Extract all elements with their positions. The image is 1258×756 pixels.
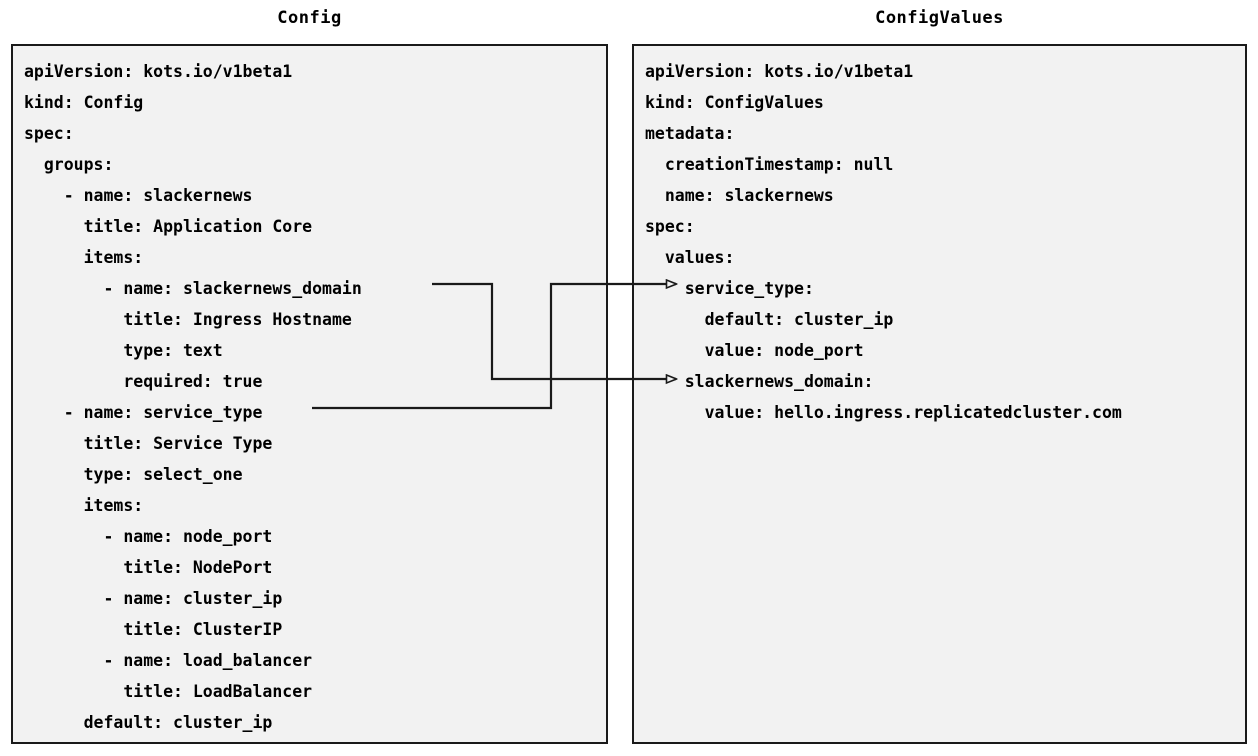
configvalues-yaml-line: slackernews_domain: [645,372,874,391]
config-yaml-line: type: text [24,341,223,360]
config-yaml-line: title: Ingress Hostname [24,310,352,329]
config-panel: apiVersion: kots.io/v1beta1 kind: Config s… [11,44,608,744]
config-yaml-line: default: cluster_ip [24,713,273,732]
configvalues-yaml-line: spec: [645,217,695,236]
configvalues-yaml-line: service_type: [645,279,814,298]
config-yaml-line: - name: cluster_ip [24,589,283,608]
config-yaml-line: groups: [24,155,114,174]
config-yaml-line: required: true [24,372,263,391]
configvalues-panel: apiVersion: kots.io/v1beta1 kind: ConfigV… [632,44,1247,744]
config-yaml-line: title: NodePort [24,558,273,577]
config-panel-title: Config [277,8,342,28]
config-yaml-line: title: Application Core [24,217,313,236]
configvalues-yaml-block: apiVersion: kots.io/v1beta1 kind: ConfigV… [634,46,1122,428]
config-yaml-line: - name: slackernews [24,186,253,205]
config-yaml-line: - name: node_port [24,527,273,546]
configvalues-yaml-line: apiVersion: kots.io/v1beta1 [645,62,914,81]
config-yaml-line: items: [24,248,144,267]
configvalues-yaml-line: values: [645,248,735,267]
config-yaml-line: kind: Config [24,93,144,112]
configvalues-yaml-line: default: cluster_ip [645,310,894,329]
config-yaml-line: title: LoadBalancer [24,682,313,701]
config-yaml-block: apiVersion: kots.io/v1beta1 kind: Config s… [13,46,362,738]
config-yaml-line: title: Service Type [24,434,273,453]
configvalues-yaml-line: value: hello.ingress.replicatedcluster.c… [645,403,1122,422]
config-yaml-line: apiVersion: kots.io/v1beta1 [24,62,293,81]
configvalues-yaml-line: metadata: [645,124,735,143]
configvalues-panel-title: ConfigValues [875,8,1004,28]
config-yaml-line: - name: service_type [24,403,263,422]
configvalues-yaml-line: name: slackernews [645,186,834,205]
config-yaml-line: - name: load_balancer [24,651,313,670]
config-yaml-line: spec: [24,124,74,143]
config-yaml-line: - name: slackernews_domain [24,279,362,298]
configvalues-yaml-line: kind: ConfigValues [645,93,824,112]
configvalues-yaml-line: value: node_port [645,341,864,360]
configvalues-yaml-line: creationTimestamp: null [645,155,894,174]
config-yaml-line: title: ClusterIP [24,620,283,639]
config-yaml-line: type: select_one [24,465,243,484]
config-yaml-line: items: [24,496,144,515]
